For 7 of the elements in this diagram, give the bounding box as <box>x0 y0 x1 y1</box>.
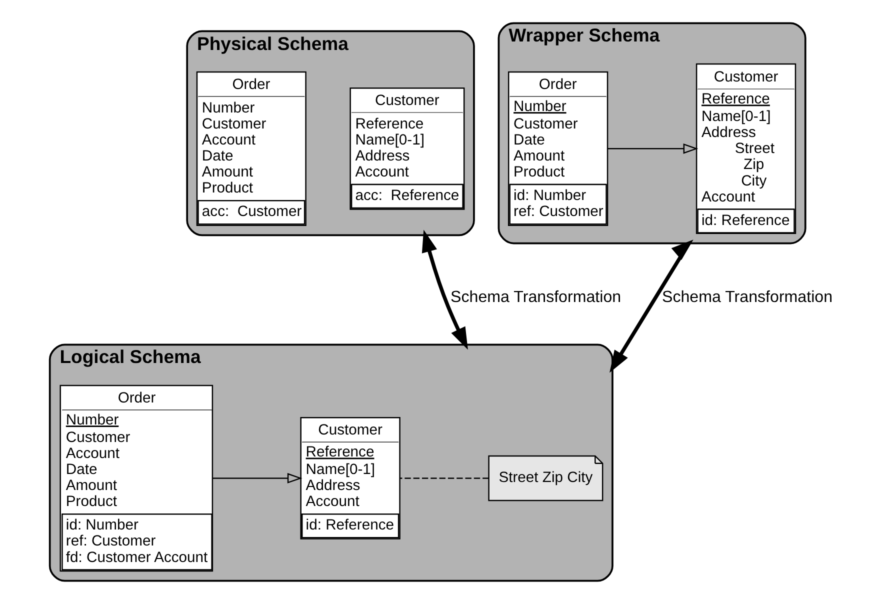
arrow <box>608 143 698 154</box>
arrow <box>422 230 468 350</box>
connector <box>400 478 489 479</box>
arrow <box>212 473 302 484</box>
edge-label: Schema Transformation <box>662 288 833 306</box>
arrow <box>610 240 694 373</box>
edge-label: Schema Transformation <box>450 288 622 306</box>
